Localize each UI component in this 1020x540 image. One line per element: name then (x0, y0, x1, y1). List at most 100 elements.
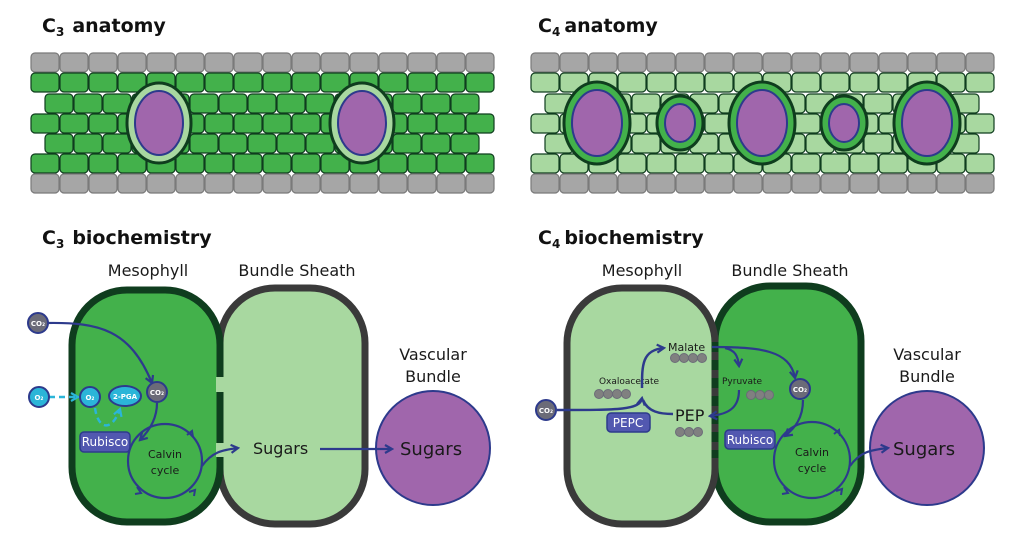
svg-text:CO₂: CO₂ (31, 320, 45, 328)
svg-text:O₂: O₂ (34, 394, 43, 402)
mesophyll-cell (878, 72, 908, 93)
mesophyll-cell (320, 153, 350, 174)
c3-biochemistry-panel: Mesophyll Bundle Sheath Vascular Bundle … (27, 261, 491, 528)
epidermis-cell (30, 52, 60, 73)
epidermis-cell (88, 52, 118, 73)
epidermis-cell (762, 173, 792, 194)
epidermis-cell (465, 52, 495, 73)
sugar-export-arrow (201, 448, 238, 467)
mesophyll-cell (204, 113, 234, 134)
mesophyll-cell (791, 153, 821, 174)
mesophyll-cell (465, 72, 495, 93)
c3-bundle-sheath-label: Bundle Sheath (238, 261, 355, 280)
mesophyll-cell (218, 93, 248, 114)
c3-bundle-sheath-cell (216, 284, 369, 528)
mesophyll-cell (849, 72, 879, 93)
mesophyll-cell (320, 72, 350, 93)
mesophyll-cell (175, 153, 205, 174)
epidermis-cell (146, 173, 176, 194)
mesophyll-cell (820, 72, 850, 93)
mesophyll-cell (530, 153, 560, 174)
epidermis-cell (436, 173, 466, 194)
epidermis-cell (849, 52, 879, 73)
epidermis-cell (617, 52, 647, 73)
epidermis-cell (349, 173, 379, 194)
c4-calvin-cycle: Calvin cycle (772, 420, 852, 500)
c3-mesophyll-cell (68, 286, 224, 526)
epidermis-cell (704, 173, 734, 194)
o2-internal-molecule: O₂ (79, 386, 101, 408)
epidermis-cell (378, 173, 408, 194)
pepc-enzyme: PEPC (606, 412, 651, 433)
epidermis-cell (733, 52, 763, 73)
mesophyll-cell (407, 72, 437, 93)
mesophyll-cell (704, 153, 734, 174)
c4-sugar-export-arrow (849, 448, 888, 467)
epidermis-cell (588, 52, 618, 73)
c4-biochemistry-panel: Mesophyll Bundle Sheath Vascular Bundle … (535, 261, 985, 528)
c4-vascular-sugars-label: Sugars (893, 439, 955, 460)
epidermis-cell (907, 173, 937, 194)
mesophyll-cell (88, 72, 118, 93)
c4-vascular-bundle (869, 390, 985, 506)
mesophyll-cell (233, 113, 263, 134)
epidermis-cell (291, 173, 321, 194)
o2-external-molecule: O₂ (28, 386, 50, 408)
mesophyll-cell (102, 93, 132, 114)
c3-leaf-cross-section (30, 52, 495, 194)
vascular-bundle (337, 90, 387, 156)
mesophyll-cell (378, 153, 408, 174)
malate-carbon-chain (670, 353, 707, 363)
mesophyll-cell (407, 113, 437, 134)
epidermis-cell (59, 173, 89, 194)
mesophyll-cell (436, 72, 466, 93)
malate-decarboxylation-arrow (711, 345, 795, 378)
oxaloacetate-carbon-chain (594, 389, 631, 399)
epidermis-cell (233, 52, 263, 73)
pyruvate-label: Pyruvate (722, 377, 763, 387)
mesophyll-cell (276, 93, 306, 114)
c3-vascular-label-2: Bundle (405, 367, 461, 386)
mesophyll-cell (863, 133, 893, 154)
pep-carbon-chain (675, 427, 703, 437)
epidermis-cell (378, 52, 408, 73)
mesophyll-cell (262, 72, 292, 93)
pep-label: PEP (675, 406, 705, 425)
mesophyll-cell (218, 133, 248, 154)
mesophyll-cell (88, 113, 118, 134)
mesophyll-cell (233, 153, 263, 174)
mesophyll-cell (421, 133, 451, 154)
epidermis-cell (204, 52, 234, 73)
mesophyll-cell (675, 153, 705, 174)
vascular-bundle (664, 103, 696, 143)
epidermis-cell (704, 52, 734, 73)
c4-bundle-sheath-label: Bundle Sheath (731, 261, 848, 280)
mesophyll-cell (421, 93, 451, 114)
mesophyll-cell (675, 72, 705, 93)
svg-text:cycle: cycle (151, 464, 180, 477)
c4-leaf-cross-section (530, 52, 995, 194)
epidermis-cell (349, 52, 379, 73)
epidermis-cell (320, 52, 350, 73)
svg-text:CO₂: CO₂ (539, 407, 553, 415)
epidermis-cell (878, 173, 908, 194)
mesophyll-cell (407, 153, 437, 174)
epidermis-cell (588, 173, 618, 194)
epidermis-cell (791, 52, 821, 73)
mesophyll-cell (849, 153, 879, 174)
epidermis-cell (30, 173, 60, 194)
epidermis-cell (849, 173, 879, 194)
vascular-bundle (901, 89, 953, 157)
co2-to-calvin-arrow (140, 402, 159, 440)
epidermis-cell (175, 52, 205, 73)
epidermis-cell (530, 173, 560, 194)
epidermis-cell (204, 173, 234, 194)
mesophyll-cell (305, 93, 335, 114)
malate-to-pyruvate-arrow (724, 346, 739, 366)
mesophyll-cell (73, 133, 103, 154)
epidermis-cell (733, 173, 763, 194)
